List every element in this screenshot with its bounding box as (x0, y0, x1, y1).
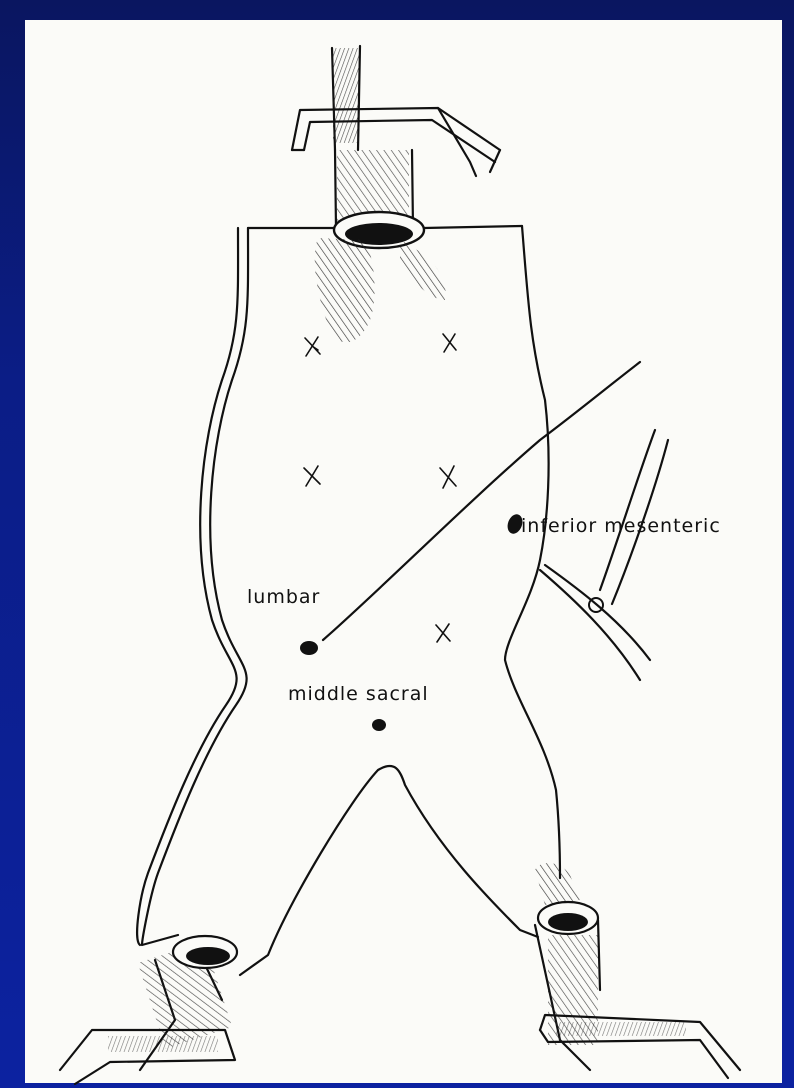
left-iliac (60, 936, 237, 1084)
label-lumbar: lumbar (247, 586, 320, 608)
label-inferior-mesenteric: inferior mesenteric (521, 515, 721, 537)
proximal-aorta (332, 46, 424, 248)
inferior-mesenteric-vessel (540, 430, 668, 680)
right-iliac (535, 863, 740, 1078)
middle-sacral-ostium (372, 719, 386, 731)
proximal-hatching (315, 238, 446, 342)
label-middle-sacral: middle sacral (288, 683, 429, 705)
suture-marks (304, 334, 456, 642)
lumbar-ostium (300, 641, 318, 655)
